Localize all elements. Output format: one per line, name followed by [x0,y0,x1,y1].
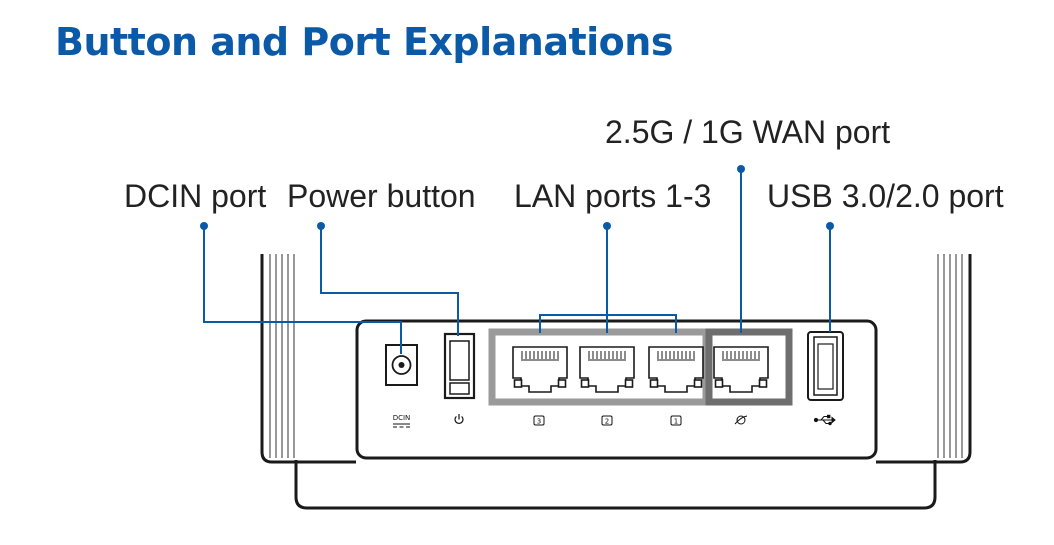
leader-dot-dcin [200,222,208,230]
leader-dots [200,165,834,230]
lan1-badge-label: 1 [674,417,678,425]
lan3-port-pins [521,351,559,359]
leader-dot-usb [826,222,834,230]
usb-icon [813,414,836,426]
lan1-badge: 1 [670,415,682,426]
leader-dot-lan [603,222,611,230]
callout-power-button: Power button [287,178,476,214]
globe-icon [734,415,748,425]
lan3-port [512,346,568,393]
callout-lan-ports: LAN ports 1-3 [514,178,712,214]
wan-frame [705,328,793,406]
lan2-port [579,346,635,393]
lan2-badge-label: 2 [605,417,609,425]
router-body [260,254,972,510]
leader-dot-power [317,222,325,230]
page-title: Button and Port Explanations [55,20,673,64]
leader-line-dcin [203,226,402,354]
lan2-port-pins [588,351,626,359]
power-button[interactable] [443,332,476,400]
wan-port [713,346,769,393]
callout-dcin-port: DCIN port [124,178,267,214]
lan1-port-pins [657,351,695,359]
left-vent-fins [269,254,295,458]
callout-usb-port: USB 3.0/2.0 port [767,178,1004,214]
leader-line-power [320,226,459,336]
dcin-marking-label: DCIN [393,414,411,422]
lan1-port [648,346,704,393]
rj45-ports [512,346,769,393]
leader-lines [203,169,831,354]
usb-port [807,331,844,401]
power-icon [454,414,464,425]
lan3-badge-label: 3 [537,417,541,425]
right-vent-fins [937,254,963,458]
dcin-marking: DCIN [393,414,411,428]
port-markings: DCIN 3 2 1 [393,414,836,428]
lan3-badge: 3 [533,415,545,426]
callout-wan-port: 2.5G / 1G WAN port [605,114,891,150]
wan-port-pins [722,351,760,359]
leader-dot-wan [737,165,745,173]
lan2-badge: 2 [601,415,613,426]
